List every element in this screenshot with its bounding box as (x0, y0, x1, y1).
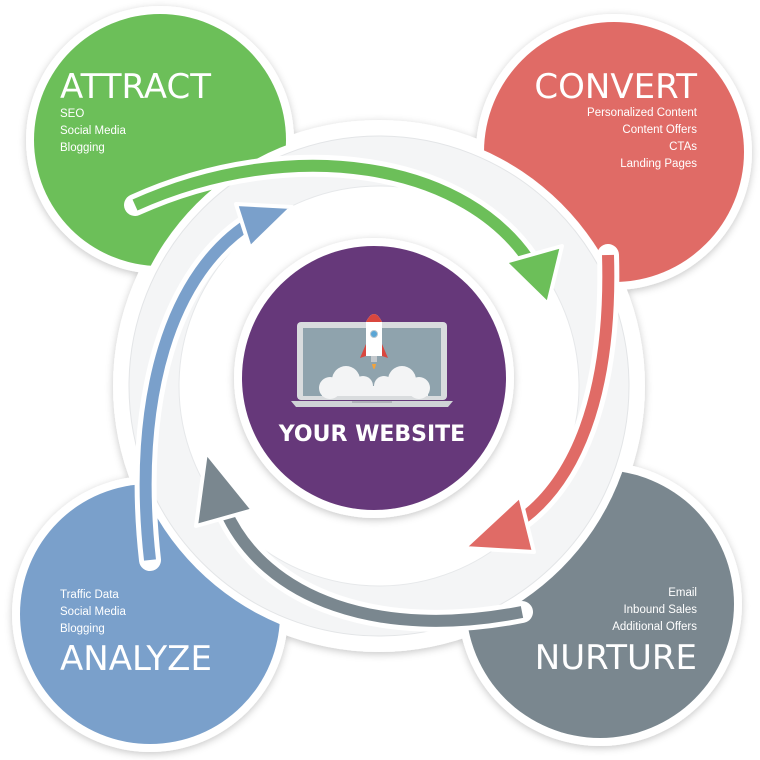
convert-stage: CONVERT Personalized Content Content Off… (534, 67, 697, 170)
nurture-title: NURTURE (535, 638, 697, 678)
nurture-item: Additional Offers (612, 621, 697, 633)
convert-title: CONVERT (534, 67, 697, 107)
convert-item: Content Offers (622, 124, 697, 136)
laptop-rocket-icon (291, 314, 453, 407)
gray-arrow (194, 450, 533, 632)
analyze-item: Traffic Data (60, 589, 119, 601)
convert-item: Landing Pages (620, 158, 697, 170)
analyze-stage: Traffic Data Social Media Blogging ANALY… (60, 589, 212, 679)
nurture-item: Inbound Sales (623, 604, 697, 616)
nurture-item: Email (668, 587, 697, 599)
attract-item: Blogging (60, 142, 105, 154)
attract-title: ATTRACT (60, 67, 211, 107)
attract-item: Social Media (60, 125, 126, 137)
analyze-item: Blogging (60, 623, 105, 635)
nurture-stage: Email Inbound Sales Additional Offers NU… (535, 587, 697, 678)
red-arrow (462, 244, 620, 554)
analyze-item: Social Media (60, 606, 126, 618)
analyze-title: ANALYZE (60, 639, 212, 679)
center-label: YOUR WEBSITE (278, 422, 465, 447)
convert-item: Personalized Content (587, 107, 698, 119)
green-arrow (124, 154, 564, 306)
attract-stage: ATTRACT SEO Social Media Blogging (60, 67, 211, 154)
attract-item: SEO (60, 108, 84, 120)
blue-arrow (134, 202, 294, 571)
convert-item: CTAs (669, 141, 697, 153)
